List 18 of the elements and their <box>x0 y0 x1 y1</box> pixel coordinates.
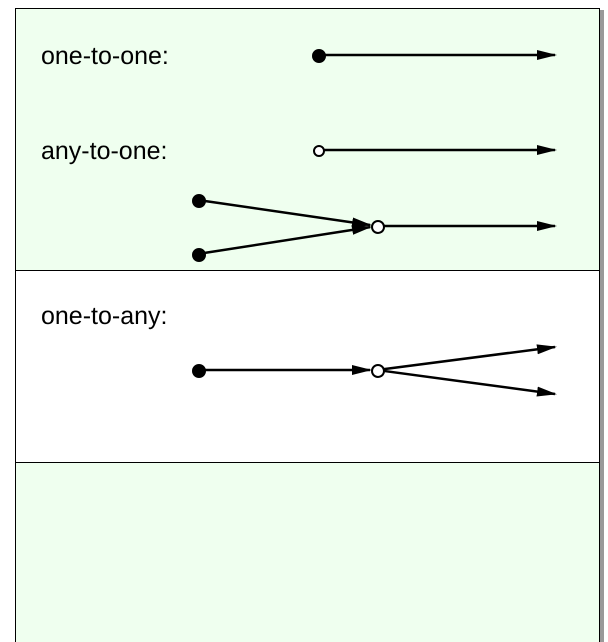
open-dot <box>371 220 385 234</box>
arrow <box>205 365 372 375</box>
arrow <box>324 145 557 155</box>
filled-dot <box>192 364 206 378</box>
row-label: one-to-any: <box>41 301 168 331</box>
row-label: any-to-one: <box>41 136 168 166</box>
arrow <box>384 344 557 370</box>
arrow <box>384 221 557 231</box>
filled-dot <box>192 194 206 208</box>
open-dot <box>313 145 325 157</box>
arrow <box>325 50 557 60</box>
arrow <box>384 370 557 397</box>
filled-dot <box>312 49 326 63</box>
row-label: one-to-one: <box>41 41 169 71</box>
arrow <box>204 224 372 254</box>
arrow <box>204 200 372 228</box>
open-dot <box>371 364 385 378</box>
filled-dot <box>192 248 206 262</box>
